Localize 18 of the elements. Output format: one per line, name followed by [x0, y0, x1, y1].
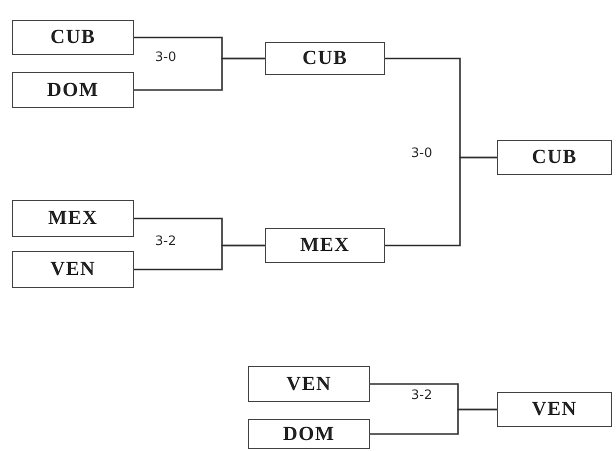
team-box: VEN — [248, 366, 370, 402]
match-score: 3-2 — [411, 388, 432, 403]
match-score: 3-0 — [155, 50, 176, 65]
bracket-line — [370, 408, 497, 435]
match-score: 3-0 — [411, 146, 432, 161]
team-box: CUB — [265, 42, 385, 75]
team-box: DOM — [12, 72, 134, 108]
team-box: VEN — [12, 251, 134, 288]
bracket-line — [134, 244, 265, 270]
bracket-line — [385, 156, 497, 246]
bracket-line — [134, 58, 265, 91]
team-box: MEX — [265, 228, 385, 263]
team-box: DOM — [248, 419, 370, 449]
team-box: CUB — [12, 20, 134, 55]
team-box: CUB — [497, 140, 612, 175]
team-box: VEN — [497, 392, 612, 427]
team-box: MEX — [12, 200, 134, 237]
match-score: 3-2 — [155, 234, 176, 249]
